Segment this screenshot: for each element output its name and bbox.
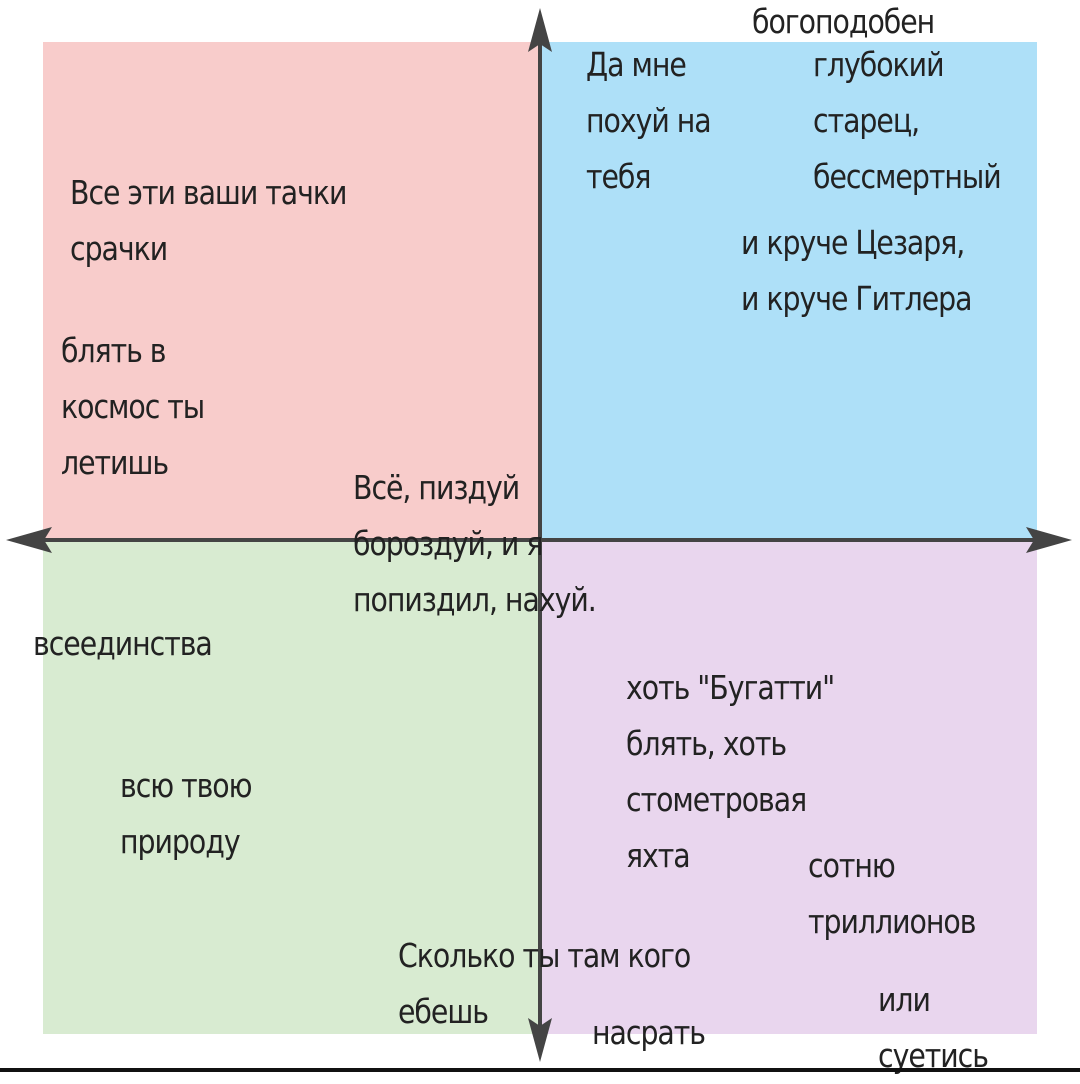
quadrant-bottom-left bbox=[43, 540, 540, 1034]
bottom-border bbox=[0, 1068, 1080, 1072]
quadrant-bottom-right bbox=[540, 540, 1037, 1034]
label-kruche: и круче Цезаря, и круче Гитлера bbox=[741, 223, 973, 318]
label-bugatti: хоть "Бугатти" блять, хоть стометровая я… bbox=[626, 668, 835, 875]
label-prirodu: всю твою природу bbox=[120, 766, 253, 861]
label-bogopodoben: богоподобен bbox=[752, 2, 935, 41]
arrow-right-icon bbox=[1026, 527, 1072, 553]
label-da-mne: Да мне похуй на тебя bbox=[586, 45, 712, 196]
label-vseedinstva: всеединства bbox=[33, 624, 213, 663]
arrow-left-icon bbox=[6, 527, 52, 553]
label-skolko: Сколько ты там кого ебешь bbox=[398, 936, 691, 1031]
quadrant-top-right bbox=[540, 42, 1037, 540]
quadrant-top-left bbox=[43, 42, 540, 540]
label-tachki: Все эти ваши тачки срачки bbox=[70, 173, 347, 268]
arrow-up-icon bbox=[528, 8, 552, 52]
label-sotnyu: сотню триллионов bbox=[808, 846, 976, 941]
arrow-down-icon bbox=[528, 1018, 552, 1062]
label-pizdui: Всё, пиздуй бороздуй, и я попиздил, наху… bbox=[353, 468, 597, 619]
label-glubokiy: глубокий старец, бессмертный bbox=[813, 45, 1002, 196]
label-nasrat: насрать bbox=[592, 1013, 706, 1052]
label-kosmos: блять в космос ты летишь bbox=[61, 331, 205, 482]
